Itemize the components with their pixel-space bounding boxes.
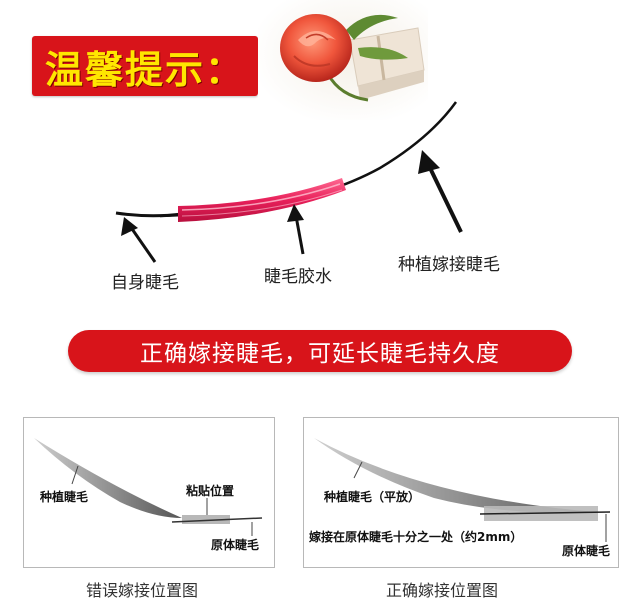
wrong-label-extension: 种植睫毛 xyxy=(40,490,89,504)
correct-label-natural: 原体睫毛 xyxy=(562,544,611,558)
wrong-label-natural: 原体睫毛 xyxy=(211,538,260,552)
label-extension-lash: 种植嫁接睫毛 xyxy=(398,255,500,275)
label-natural-lash: 自身睫毛 xyxy=(111,273,179,293)
arrow-glue-icon xyxy=(287,204,304,222)
correct-label-position: 嫁接在原体睫毛十分之一处（约2mm） xyxy=(309,530,523,544)
banner-title: 温馨提示： xyxy=(44,47,245,92)
wrong-label-glue-spot: 粘贴位置 xyxy=(186,484,235,498)
correct-label-extension: 种植睫毛（平放） xyxy=(324,490,421,504)
glue-segment xyxy=(178,178,346,222)
extension-lash-shape xyxy=(314,438,596,513)
correct-position-panel: 种植睫毛（平放） 嫁接在原体睫毛十分之一处（约2mm） 原体睫毛 xyxy=(303,417,619,568)
warm-tip-banner: 温馨提示： xyxy=(32,36,258,96)
rose-image xyxy=(258,0,428,120)
extension-lash-shape xyxy=(34,438,182,518)
tip-pill: 正确嫁接睫毛，可延长睫毛持久度 xyxy=(68,330,572,372)
correct-caption: 正确嫁接位置图 xyxy=(386,581,499,600)
eyelash-extension-diagram xyxy=(115,101,463,263)
wrong-position-panel: 种植睫毛 粘贴位置 原体睫毛 xyxy=(23,417,275,568)
label-glue: 睫毛胶水 xyxy=(264,267,332,287)
arrow-natural-icon xyxy=(121,217,138,236)
arrow-extension-icon xyxy=(418,150,440,174)
wrong-caption: 错误嫁接位置图 xyxy=(86,581,199,600)
pill-text: 正确嫁接睫毛，可延长睫毛持久度 xyxy=(140,341,500,367)
glue-spot xyxy=(182,515,230,524)
